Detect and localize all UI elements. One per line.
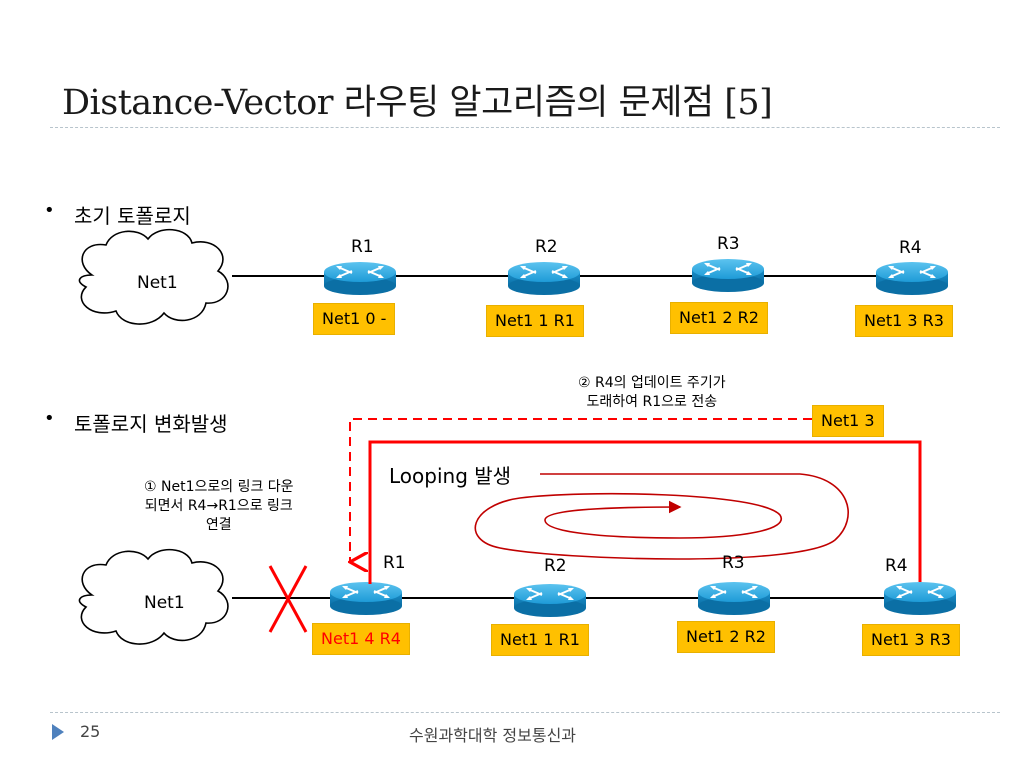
changed-r1-table: Net1 4 R4 [312, 623, 410, 655]
initial-r3-label: R3 [717, 234, 740, 254]
update-note-line1: ② R4의 업데이트 주기가 [578, 375, 726, 391]
link-down-note-line3: 연결 [205, 517, 232, 533]
changed-router-r3 [697, 581, 771, 616]
initial-router-r2 [507, 261, 581, 296]
update-dashed-arrow [350, 418, 812, 562]
initial-r1-label: R1 [351, 237, 374, 257]
link-down-note: ① Net1으로의 링크 다운 되면서 R4→R1으로 링크 연결 [144, 478, 294, 535]
initial-router-r4 [875, 261, 949, 296]
changed-r4-label: R4 [885, 556, 908, 576]
initial-r4-label: R4 [899, 238, 922, 258]
initial-r2-label: R2 [535, 237, 558, 257]
changed-router-r1 [329, 581, 403, 616]
initial-router-r3 [691, 258, 765, 293]
initial-r1-table: Net1 0 - [313, 303, 396, 335]
changed-r4-table: Net1 3 R3 [862, 624, 960, 656]
changed-r3-table: Net1 2 R2 [677, 621, 775, 653]
page-number: 25 [80, 722, 101, 741]
changed-cloud-label: Net1 [144, 593, 185, 613]
bullet-initial-topology: • 초기 토폴로지 [44, 200, 191, 229]
initial-cloud-label: Net1 [137, 273, 178, 293]
footer-institution: 수원과학대학 정보통신과 [409, 726, 577, 745]
bullet-changed-text: 토폴로지 변화발생 [74, 412, 228, 436]
loop-path-line [368, 440, 922, 584]
link-down-note-line2: 되면서 R4→R1으로 링크 [144, 498, 293, 514]
update-note: ② R4의 업데이트 주기가 도래하여 R1으로 전송 [578, 374, 726, 412]
bullet-initial-text: 초기 토폴로지 [74, 204, 191, 228]
link-down-cross-b [268, 565, 308, 633]
bullet-dot: • [44, 408, 55, 429]
link-down-note-line1: ① Net1으로의 링크 다운 [144, 479, 294, 495]
changed-router-r2 [513, 583, 587, 618]
footer-divider [50, 712, 1000, 713]
bullet-topology-change: • 토폴로지 변화발생 [44, 408, 228, 437]
changed-r2-label: R2 [544, 556, 567, 576]
initial-router-r1 [323, 261, 397, 296]
changed-router-r4 [883, 581, 957, 616]
initial-r4-table: Net1 3 R3 [855, 305, 953, 337]
update-table-box: Net1 3 [812, 405, 884, 437]
looping-spiral [474, 473, 849, 560]
bullet-dot: • [44, 200, 55, 221]
footer-triangle-icon [52, 724, 64, 740]
looping-label: Looping 발생 [389, 464, 512, 488]
initial-r3-table: Net1 2 R2 [670, 302, 768, 334]
changed-r2-table: Net1 1 R1 [491, 624, 589, 656]
changed-r1-label: R1 [383, 553, 406, 573]
initial-r2-table: Net1 1 R1 [486, 305, 584, 337]
changed-r3-label: R3 [722, 553, 745, 573]
update-note-line2: 도래하여 R1으로 전송 [586, 394, 718, 410]
slide-title: Distance-Vector 라우팅 알고리즘의 문제점 [5] [62, 83, 773, 123]
title-divider [50, 127, 1000, 128]
